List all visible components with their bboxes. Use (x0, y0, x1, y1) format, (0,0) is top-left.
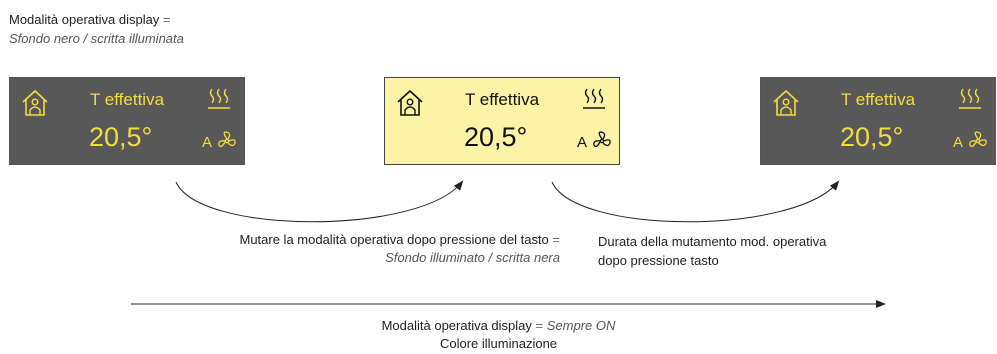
temperature-value: 20,5° (840, 122, 904, 152)
heating-icon (208, 88, 230, 109)
home-icon (773, 90, 799, 116)
caption-bottom-line2: Colore illuminazione (439, 336, 558, 351)
fan-icon: A (202, 131, 236, 151)
caption-bottom-italic: Sempre ON (546, 318, 616, 333)
caption-duration: Durata della mutamento mod. operativa do… (598, 232, 948, 270)
fan-prefix: A (202, 134, 212, 151)
header-title-eq: = (162, 12, 171, 27)
panel-label: T effettiva (90, 90, 165, 109)
caption-bottom-eq: = (535, 318, 544, 333)
home-icon (22, 90, 48, 116)
heating-icon (583, 88, 605, 109)
fan-icon: A (953, 131, 987, 151)
caption-press-change-text: Mutare la modalità operativa dopo pressi… (239, 232, 549, 247)
display-panel-light: T effettiva 20,5° A (384, 77, 620, 165)
caption-bottom: Modalità operativa display = Sempre ON (0, 318, 997, 333)
caption-press-change-sub: Sfondo illuminato / scritta nera (385, 250, 560, 265)
temperature-value: 20,5° (89, 122, 153, 152)
heating-icon (959, 88, 981, 109)
panel-label: T effettiva (841, 90, 916, 109)
display-panel-dark-1: T effettiva 20,5° A (9, 77, 245, 165)
fan-prefix: A (577, 134, 587, 151)
home-icon (397, 90, 423, 116)
header-title-text: Modalità operativa display (9, 12, 160, 27)
header-title: Modalità operativa display = (9, 12, 171, 27)
fan-icon: A (577, 131, 611, 151)
caption-duration-line1: Durata della mutamento mod. operativa (598, 234, 827, 249)
caption-press-change-eq: = (552, 232, 560, 247)
caption-duration-line2: dopo pressione tasto (598, 253, 719, 268)
display-panel-dark-2: T effettiva 20,5° A (760, 77, 996, 165)
temperature-value: 20,5° (464, 122, 528, 152)
header-subtitle: Sfondo nero / scritta illuminata (9, 31, 184, 46)
caption-press-change: Mutare la modalità operativa dopo pressi… (90, 232, 560, 247)
curve-arrow-1 (175, 180, 464, 223)
curve-arrow-2 (551, 180, 840, 223)
caption-bottom-main: Modalità operativa display (381, 318, 532, 333)
panel-label: T effettiva (465, 90, 540, 109)
fan-prefix: A (953, 134, 963, 151)
